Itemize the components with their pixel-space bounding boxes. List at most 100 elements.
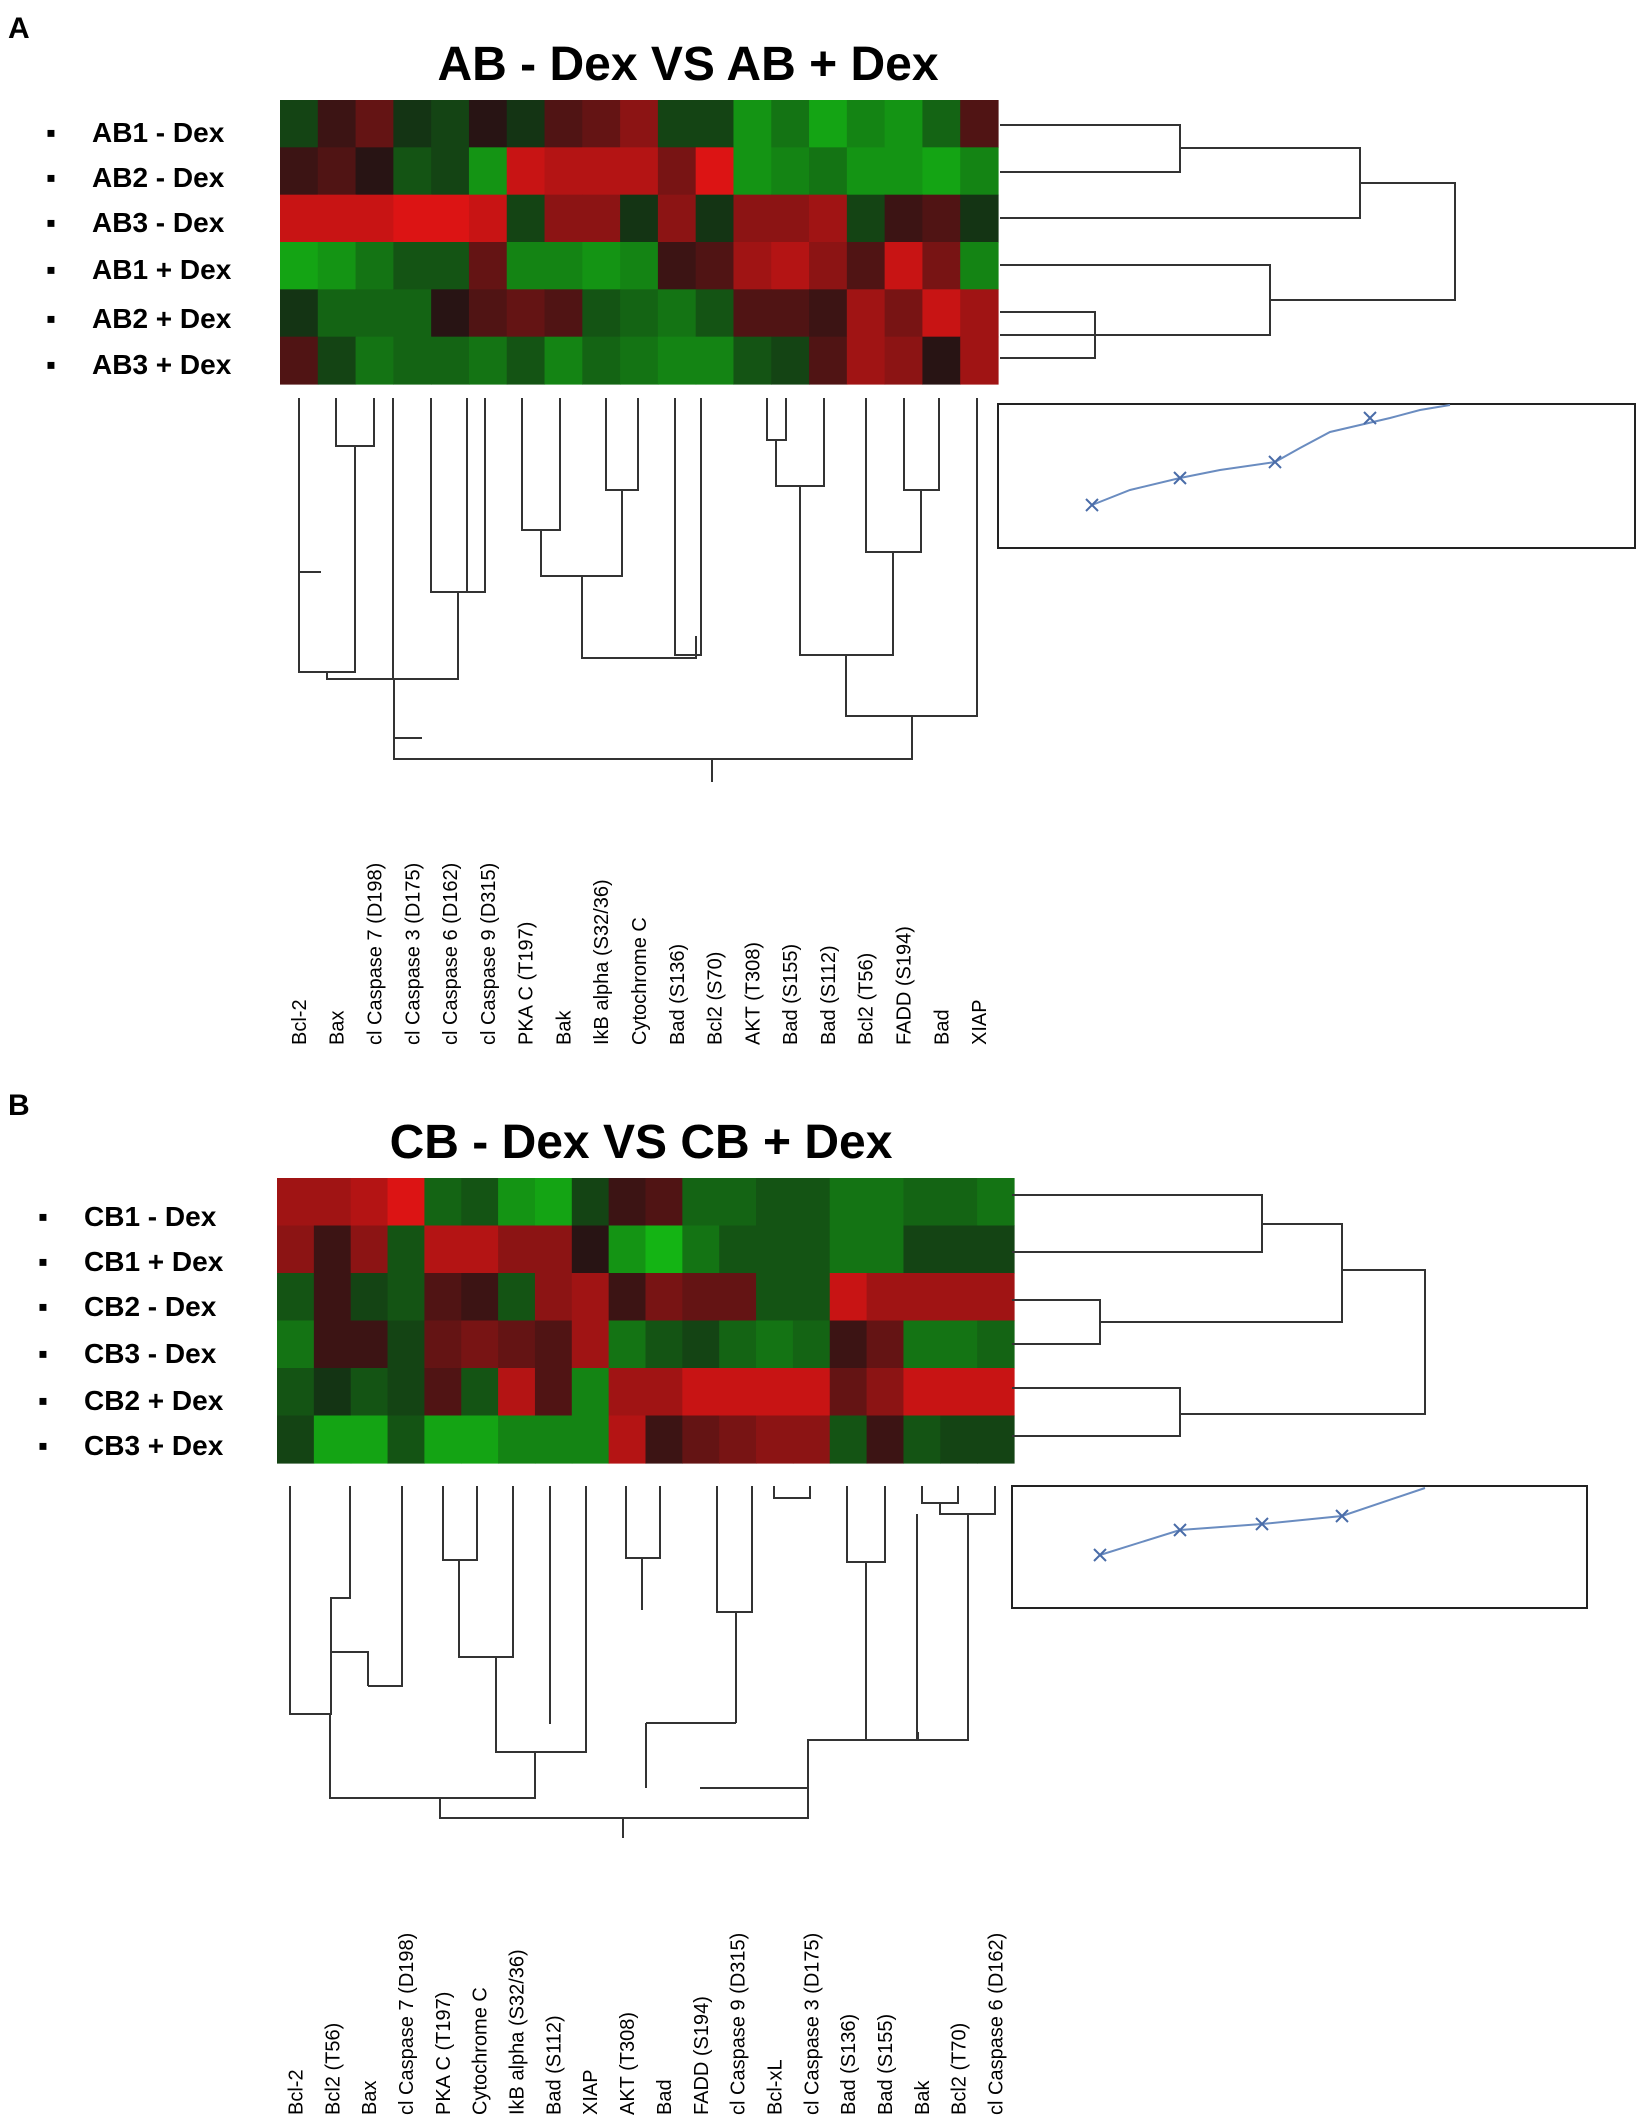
column-label: cl Caspase 3 (D175) [801,1933,823,2115]
heatmap-cell [277,1273,315,1322]
heatmap-cell [977,1415,1015,1464]
heatmap-cell [571,1225,610,1274]
heatmap-cell [682,1178,720,1227]
heatmap-cell [571,1415,610,1464]
heatmap-cell [771,242,810,290]
heatmap-cell [534,1273,573,1322]
heatmap-cell [771,100,810,148]
row-marker: ▪ [46,207,56,238]
column-label: Cytochrome C [629,917,651,1045]
column-label: IkB alpha (S32/36) [591,879,613,1045]
heatmap-cell [846,289,886,338]
heatmap-cell [884,100,924,148]
row-label: AB3 + Dex [92,349,232,380]
heatmap-cell [657,194,697,243]
heatmap-cell [960,194,999,243]
panel-a-row-dendrogram [1000,124,1456,359]
heatmap-cell [355,147,394,196]
heatmap-cell [431,100,470,148]
heatmap-cell [922,289,961,338]
row-label: CB1 - Dex [84,1201,217,1232]
row-marker: ▪ [46,303,56,334]
column-label: FADD (S194) [691,1996,713,2115]
heatmap-cell [424,1178,462,1227]
heatmap-cell [829,1368,868,1417]
heatmap-cell [733,242,772,290]
heatmap-cell [866,1178,905,1227]
heatmap-cell [461,1320,499,1369]
heatmap-cell [461,1273,499,1322]
heatmap-cell [277,1368,315,1417]
heatmap-cell [940,1368,978,1417]
heatmap-cell [317,289,357,338]
heatmap-cell [657,100,697,148]
heatmap-cell [544,194,583,243]
heatmap-cell [468,289,508,338]
heatmap-cell [620,289,659,338]
heatmap-cell [544,147,583,196]
row-marker: ▪ [46,162,56,193]
row-label: CB3 - Dex [84,1338,217,1369]
heatmap-cell [608,1178,647,1227]
panel-b-column-dendrogram [289,1486,996,1838]
row-marker: ▪ [38,1246,48,1277]
heatmap-cell [393,289,432,338]
heatmap-cell [771,194,810,243]
column-label: Bcl2 (T56) [322,2023,344,2115]
column-label: Bad [654,2079,676,2115]
column-label: Bax [359,2081,381,2115]
heatmap-cell [582,242,621,290]
heatmap-cell [424,1415,462,1464]
heatmap-cell [424,1273,462,1322]
row-marker: ▪ [46,117,56,148]
row-marker: ▪ [38,1385,48,1416]
panel-a-heatmap [280,100,999,385]
row-label: CB3 + Dex [84,1430,224,1461]
heatmap-cell [733,194,772,243]
heatmap-cell [792,1368,831,1417]
heatmap-cell [829,1225,868,1274]
heatmap-cell [829,1178,868,1227]
heatmap-cell [846,242,886,290]
heatmap-cell [977,1225,1015,1274]
heatmap-cell [922,242,961,290]
heatmap-cell [313,1415,352,1464]
row-marker: ▪ [38,1201,48,1232]
heatmap-cell [756,1225,794,1274]
heatmap-cell [280,289,319,338]
heatmap-cell [719,1178,757,1227]
heatmap-cell [809,289,848,338]
column-label: Bax [327,1011,349,1045]
heatmap-cell [350,1273,389,1322]
heatmap-cell [809,336,848,385]
heatmap-cell [498,1273,536,1322]
heatmap-cell [756,1368,794,1417]
column-label: cl Caspase 9 (D315) [478,863,500,1045]
column-label: cl Caspase 7 (D198) [396,1933,418,2115]
heatmap-cell [719,1320,757,1369]
heatmap-cell [960,289,999,338]
heatmap-cell [431,289,470,338]
heatmap-cell [355,336,394,385]
column-label: Bak [912,2080,934,2115]
heatmap-cell [424,1225,462,1274]
panel-a-inset-plot [997,403,1636,549]
heatmap-cell [424,1320,462,1369]
heatmap-cell [829,1273,868,1322]
heatmap-cell [846,194,886,243]
heatmap-cell [608,1415,647,1464]
column-label: Bad (S155) [875,2014,897,2115]
heatmap-cell [771,147,810,196]
heatmap-cell [534,1320,573,1369]
heatmap-cell [393,242,432,290]
heatmap-cell [498,1320,536,1369]
heatmap-cell [534,1225,573,1274]
column-label: cl Caspase 7 (D198) [365,863,387,1045]
heatmap-cell [506,289,546,338]
heatmap-cell [393,336,432,385]
heatmap-cell [866,1273,905,1322]
heatmap-cell [977,1273,1015,1322]
heatmap-cell [571,1273,610,1322]
heatmap-cell [866,1225,905,1274]
heatmap-cell [645,1273,683,1322]
